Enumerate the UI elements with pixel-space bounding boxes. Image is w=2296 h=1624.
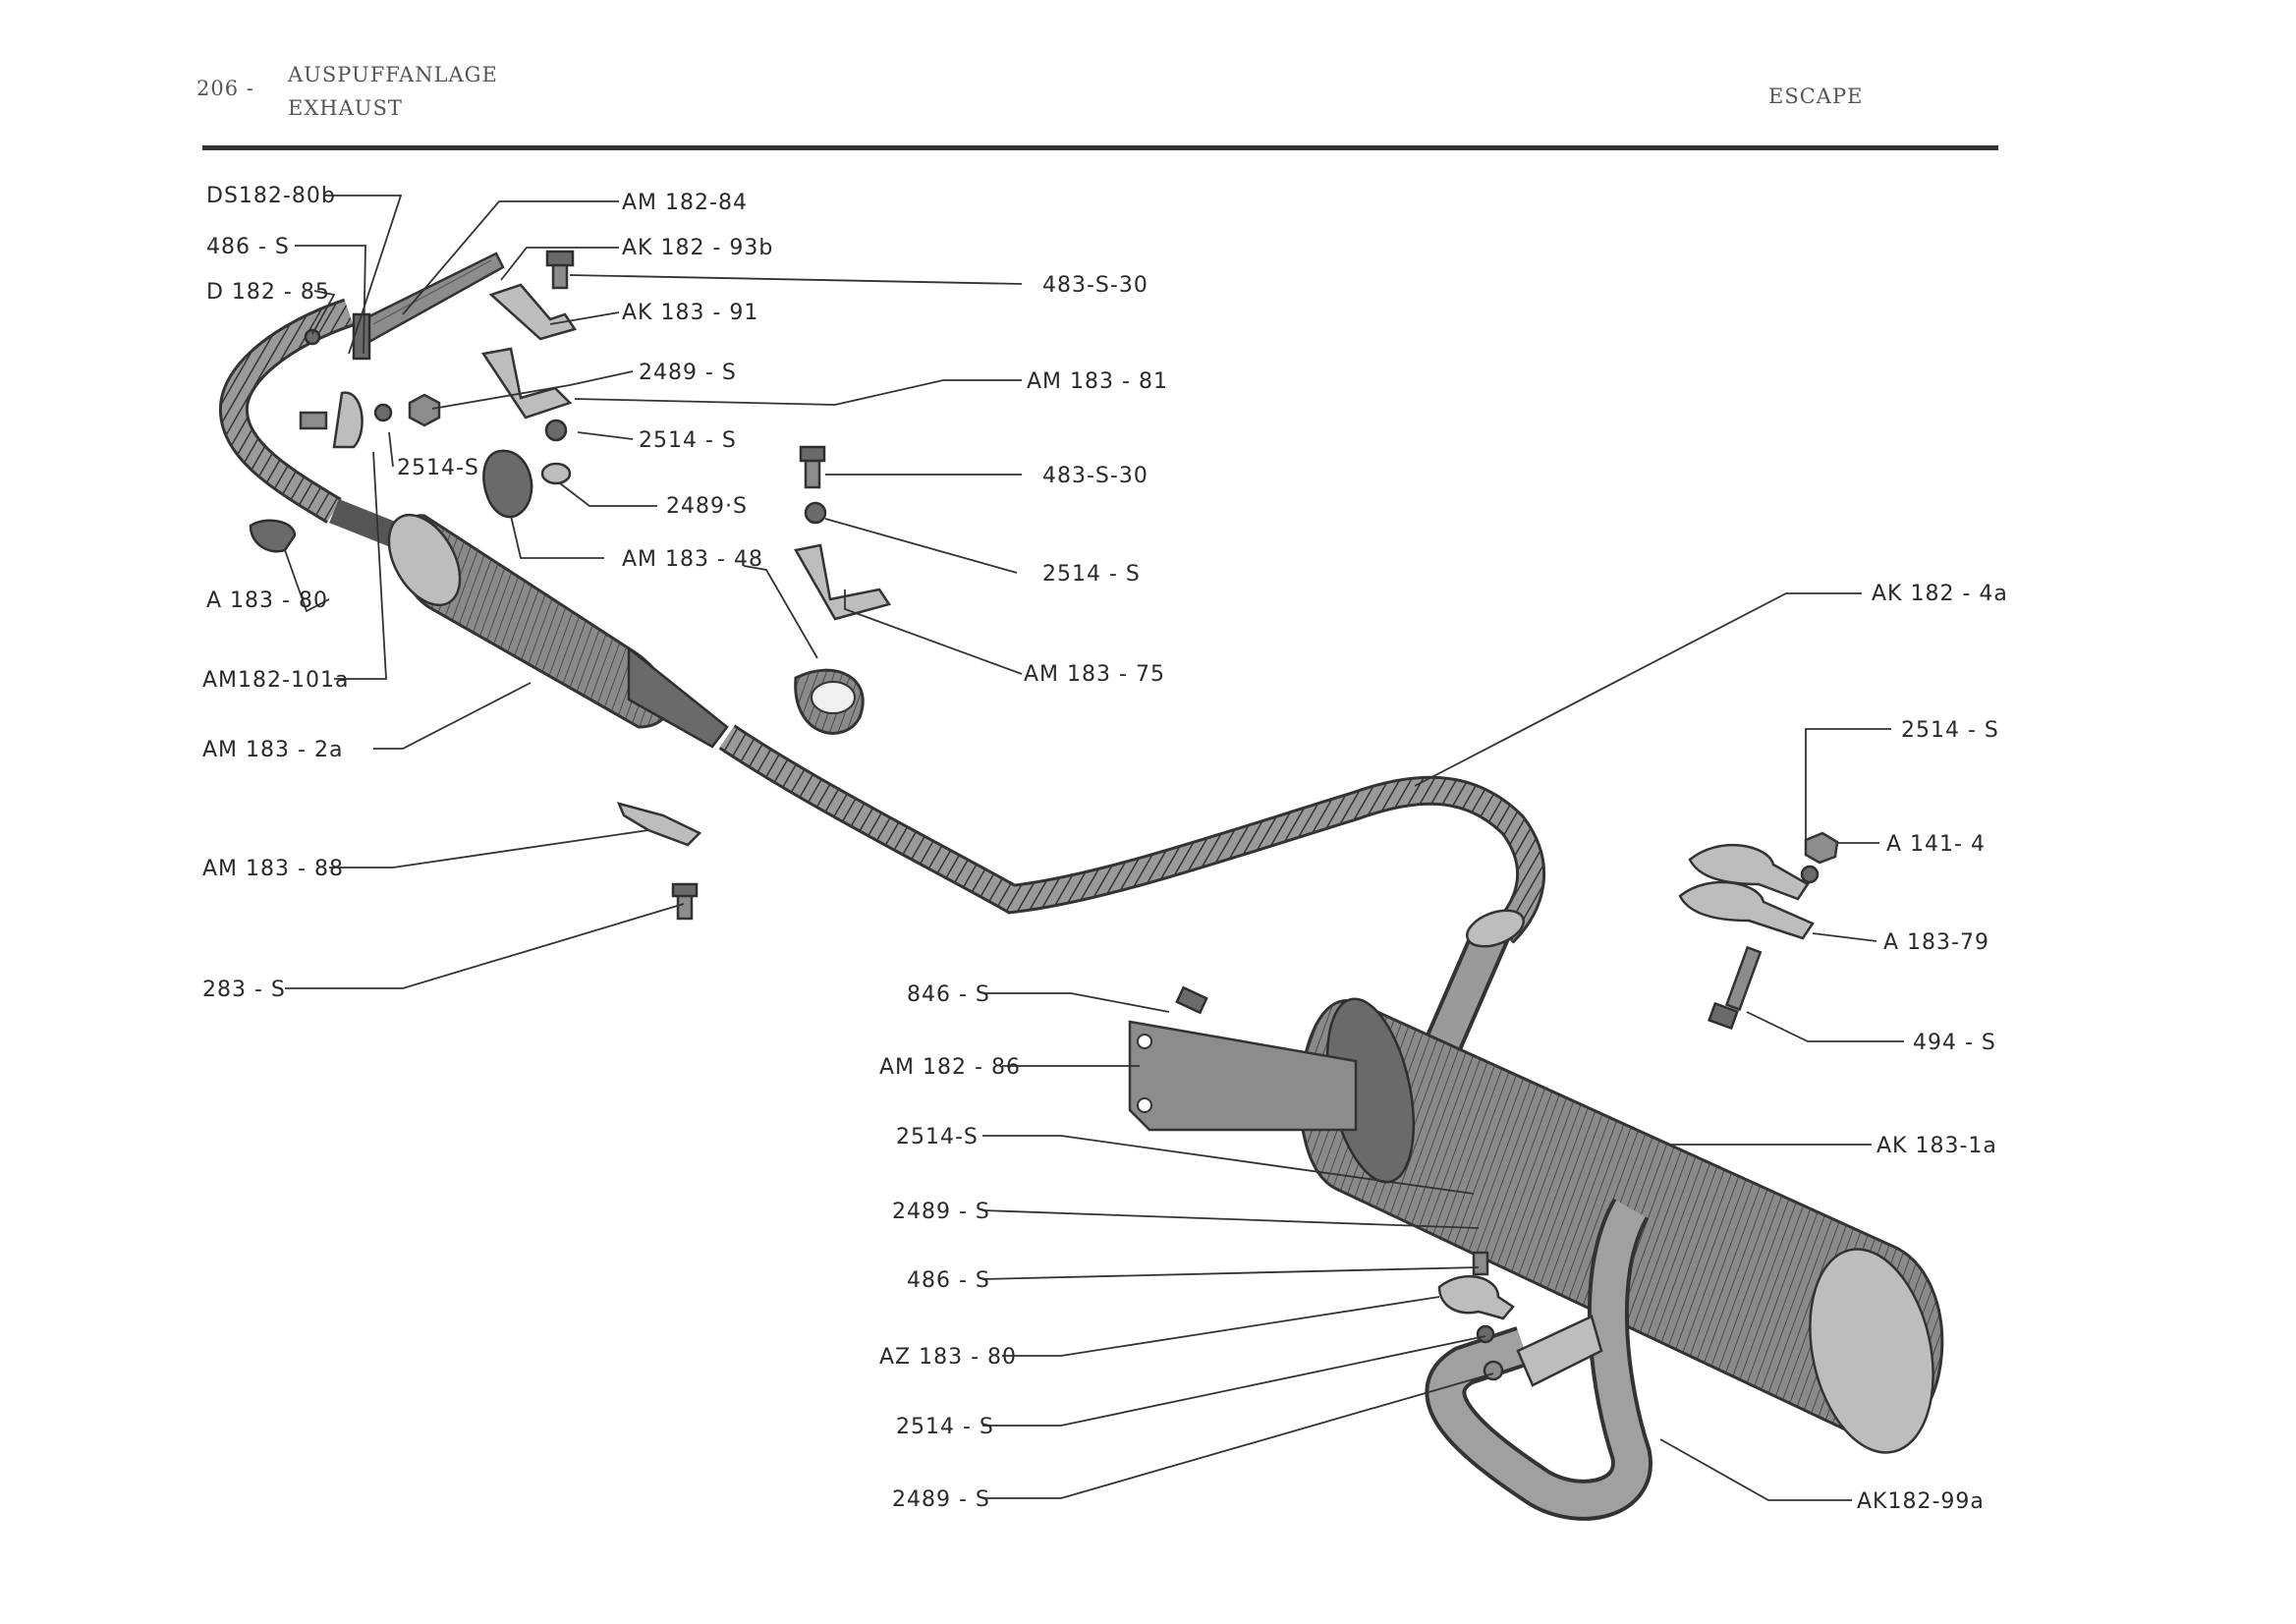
- label-2514-s-c: 2514 - S: [1042, 562, 1141, 587]
- title-spanish: ESCAPE: [1768, 84, 1864, 108]
- label-ak182-99a: AK182-99a: [1857, 1489, 1985, 1514]
- label-az183-80: AZ 183 - 80: [879, 1345, 1017, 1370]
- label-ds182-80b: DS182-80b: [206, 184, 336, 208]
- label-d182-85: D 182 - 85: [206, 280, 330, 305]
- label-a183-80: A 183 - 80: [206, 588, 328, 613]
- label-486-s-top: 486 - S: [206, 235, 290, 259]
- label-486-s-lower: 486 - S: [907, 1268, 990, 1293]
- title-english: EXHAUST: [288, 96, 403, 120]
- label-a183-79: A 183-79: [1883, 930, 1989, 955]
- page-number: 206 -: [196, 77, 254, 100]
- middle-flex-pipe: [718, 724, 1546, 944]
- label-2514-s-b: 2514-S: [397, 456, 479, 480]
- title-german: AUSPUFFANLAGE: [288, 63, 498, 86]
- tapered-fitting: [352, 252, 505, 346]
- label-a141-4: A 141- 4: [1886, 832, 1986, 857]
- hardware-upper: [249, 250, 892, 735]
- label-am183-2a: AM 183 - 2a: [202, 738, 343, 762]
- label-2514-s-right: 2514 - S: [1901, 718, 1999, 743]
- label-am182-86: AM 182 - 86: [879, 1055, 1021, 1080]
- label-am182-101a: AM182-101a: [202, 668, 349, 693]
- label-2489-s-top: 2489 - S: [639, 361, 737, 385]
- label-846-s: 846 - S: [907, 982, 990, 1007]
- exhaust-assembly-drawing: [218, 250, 1944, 1521]
- leader-lines: [284, 195, 1904, 1501]
- label-2489-s-bottom: 2489 - S: [892, 1487, 990, 1512]
- label-am183-88: AM 183 - 88: [202, 857, 344, 881]
- hardware-right: [1175, 831, 1839, 1381]
- front-silencer: [387, 513, 729, 749]
- label-483-s-30-mid: 483-S-30: [1042, 464, 1148, 488]
- label-am183-75: AM 183 - 75: [1024, 662, 1165, 687]
- label-am182-84: AM 182-84: [622, 191, 748, 215]
- header-rule: [202, 145, 1998, 150]
- label-2514-s-e: 2514 - S: [896, 1415, 994, 1439]
- label-2489-s-lower: 2489 - S: [892, 1200, 990, 1224]
- label-2514-s-d: 2514-S: [896, 1125, 979, 1149]
- label-ak183-1a: AK 183-1a: [1876, 1134, 1997, 1158]
- mounting-bracket: [1128, 1020, 1358, 1132]
- label-ak182-4a: AK 182 - 4a: [1872, 582, 2008, 606]
- label-483-s-30-top: 483-S-30: [1042, 273, 1148, 298]
- label-am183-48: AM 183 - 48: [622, 547, 763, 572]
- label-2514-s-a: 2514 - S: [639, 428, 737, 453]
- hardware-lower-left: [616, 802, 702, 921]
- label-ak183-91: AK 183 - 91: [622, 301, 758, 325]
- label-ak182-93b: AK 182 - 93b: [622, 236, 773, 260]
- label-283-s: 283 - S: [202, 978, 286, 1002]
- label-494-s: 494 - S: [1913, 1031, 1996, 1055]
- label-2489-s-mid: 2489·S: [666, 494, 748, 519]
- part-labels: DS182-80b AM 182-84 486 - S AK 182 - 93b…: [202, 184, 2008, 1514]
- label-am183-81: AM 183 - 81: [1027, 369, 1168, 394]
